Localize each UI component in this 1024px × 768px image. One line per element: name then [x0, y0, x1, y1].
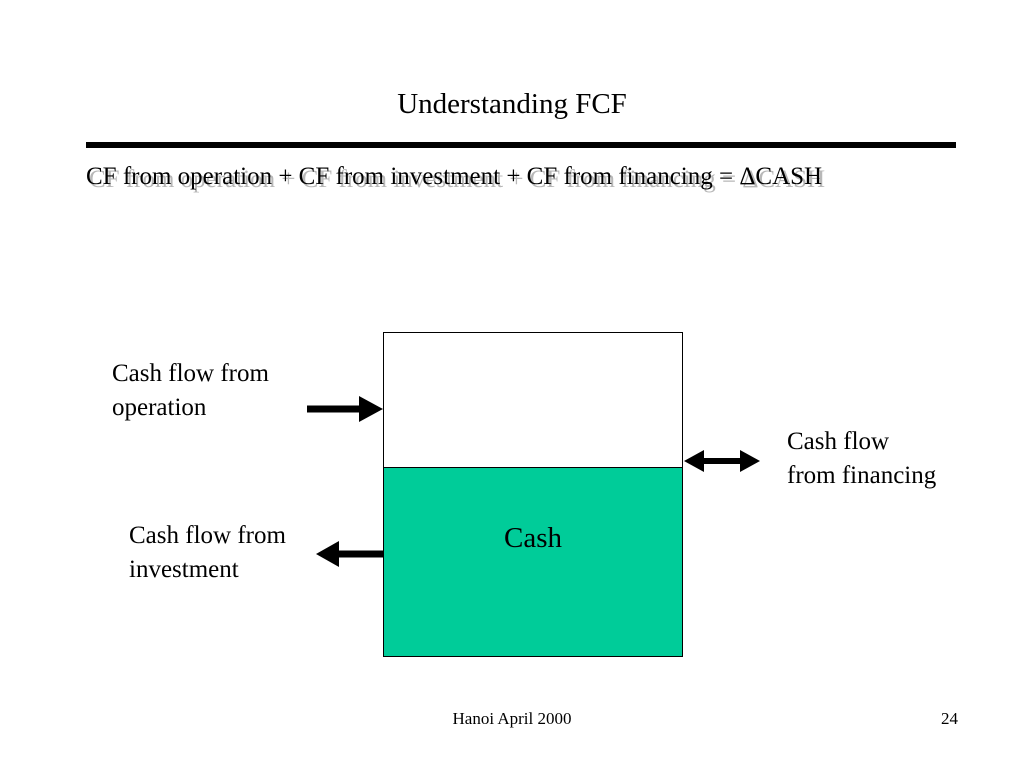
slide-title: Understanding FCF	[397, 88, 627, 120]
cash-container-box: Cash	[383, 332, 683, 657]
inflow-arrow-icon	[307, 396, 383, 422]
bidirectional-arrow-right-head	[740, 450, 760, 472]
bidirectional-arrow-icon	[684, 450, 760, 472]
footer-text: Hanoi April 2000	[452, 709, 572, 728]
operation-flow-label: Cash flow from operation	[112, 360, 269, 421]
cash-flow-equation: CF from operation + CF from investment +…	[86, 163, 823, 190]
cash-label: Cash	[504, 522, 562, 554]
page-number: 24	[941, 709, 958, 728]
title-divider	[86, 142, 956, 148]
cash-fill-area: Cash	[384, 467, 682, 656]
investment-flow-label: Cash flow from investment	[129, 522, 286, 583]
outflow-arrow-icon	[316, 541, 384, 567]
inflow-arrow-head	[359, 396, 383, 422]
bidirectional-arrow-left-head	[684, 450, 704, 472]
financing-flow-label: Cash flow from financing	[787, 428, 937, 489]
outflow-arrow-head	[316, 541, 339, 567]
